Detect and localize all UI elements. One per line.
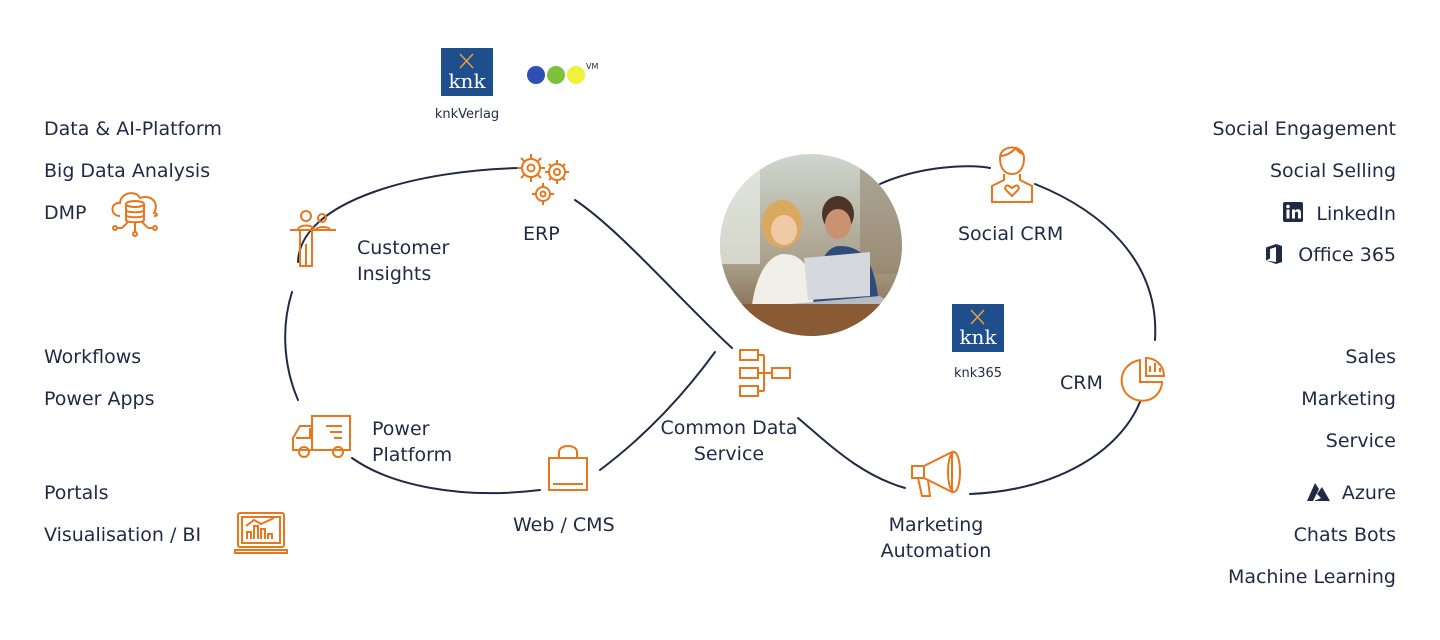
cloud-database-icon — [111, 192, 158, 237]
loop-erp-to-center — [574, 199, 733, 349]
loop-left-side-arc — [284, 291, 299, 401]
knk-logo-text: knk — [959, 325, 997, 349]
person-heart-icon — [991, 146, 1033, 203]
knk-logo-mark: knk — [441, 48, 493, 96]
knk-verlag-label: knkVerlag — [434, 107, 500, 122]
list-item: Machine Learning — [1227, 566, 1396, 588]
loop-left-bottom-arc — [351, 457, 541, 495]
web-cms-label: Web / CMS — [513, 514, 615, 536]
left-list-top: Data & AI-Platform Big Data Analysis DMP — [44, 117, 222, 243]
erp-label: ERP — [523, 223, 560, 245]
right-list-top: Social Engagement Social Selling LinkedI… — [1136, 117, 1396, 285]
list-item-azure: Azure — [1136, 481, 1396, 523]
list-item: Power Apps — [44, 388, 155, 410]
list-item: Data & AI-Platform — [44, 118, 222, 140]
azure-icon — [1306, 483, 1330, 501]
gears-icon — [517, 154, 569, 205]
office365-label: Office 365 — [1298, 244, 1396, 266]
laptop-chart-icon — [234, 512, 288, 554]
loop-right-top-arc — [879, 165, 991, 185]
office365-icon — [1266, 244, 1283, 264]
linkedin-label: LinkedIn — [1316, 203, 1396, 225]
list-item: Workflows — [44, 346, 142, 368]
power-platform-text: Power Platform — [372, 418, 453, 466]
team-photo-illustration — [720, 154, 902, 336]
truck-icon — [292, 415, 351, 458]
pie-chart-icon — [1120, 356, 1166, 402]
left-list-middle: Workflows Power Apps — [44, 345, 155, 429]
common-data-service-label: Common Data Service — [650, 415, 808, 467]
customer-insights-icon — [290, 210, 336, 267]
megaphone-icon — [911, 450, 961, 497]
list-item: Big Data Analysis — [44, 160, 211, 182]
common-data-service-text: Common Data Service — [660, 417, 798, 465]
shopping-bag-icon — [548, 445, 588, 491]
knk-logo-mark: knk — [952, 304, 1004, 352]
customer-insights-text: Customer Insights — [357, 237, 450, 285]
list-item-linkedin: LinkedIn — [1136, 201, 1396, 243]
data-hierarchy-icon — [739, 349, 791, 397]
loop-center-to-marketing — [797, 417, 906, 489]
customer-insights-label: Customer Insights — [357, 235, 449, 287]
list-item: Portals — [44, 482, 109, 504]
list-item: Sales — [1345, 346, 1396, 368]
power-platform-label: Power Platform — [372, 416, 452, 468]
knk365-label: knk365 — [953, 366, 1003, 381]
knk365-logo: knk — [952, 304, 1004, 352]
marketing-automation-label: Marketing Automation — [866, 512, 1006, 564]
social-crm-label: Social CRM — [958, 223, 1064, 245]
right-list-middle: Sales Marketing Service — [1136, 345, 1396, 471]
vm-dots-logo: VM — [527, 62, 598, 84]
loop-right-lower-arc — [969, 401, 1141, 495]
knk-logo-text: knk — [448, 69, 486, 93]
team-photo — [720, 154, 902, 336]
loop-left-top-arc — [297, 167, 521, 263]
azure-label: Azure — [1341, 482, 1396, 504]
loop-web-to-center — [599, 351, 716, 471]
linkedin-icon — [1283, 202, 1304, 222]
marketing-automation-text: Marketing Automation — [880, 514, 992, 562]
list-item-office365: Office 365 — [1136, 243, 1396, 285]
list-item: Social Engagement — [1212, 118, 1396, 140]
right-list-bottom: Azure Chats Bots Machine Learning — [1136, 481, 1396, 607]
list-item: Chats Bots — [1293, 524, 1396, 546]
list-item: Service — [1325, 430, 1396, 452]
list-item: Marketing — [1301, 388, 1396, 410]
knk-verlag-logo: knk — [441, 48, 493, 96]
list-item: Visualisation / BI — [44, 524, 202, 546]
crm-label: CRM — [1060, 372, 1103, 394]
list-item: DMP — [44, 202, 87, 224]
left-list-bottom: Portals Visualisation / BI — [44, 481, 201, 565]
list-item: Social Selling — [1269, 160, 1396, 182]
loop-right-upper-arc — [1034, 183, 1157, 341]
vm-text: VM — [586, 62, 598, 71]
